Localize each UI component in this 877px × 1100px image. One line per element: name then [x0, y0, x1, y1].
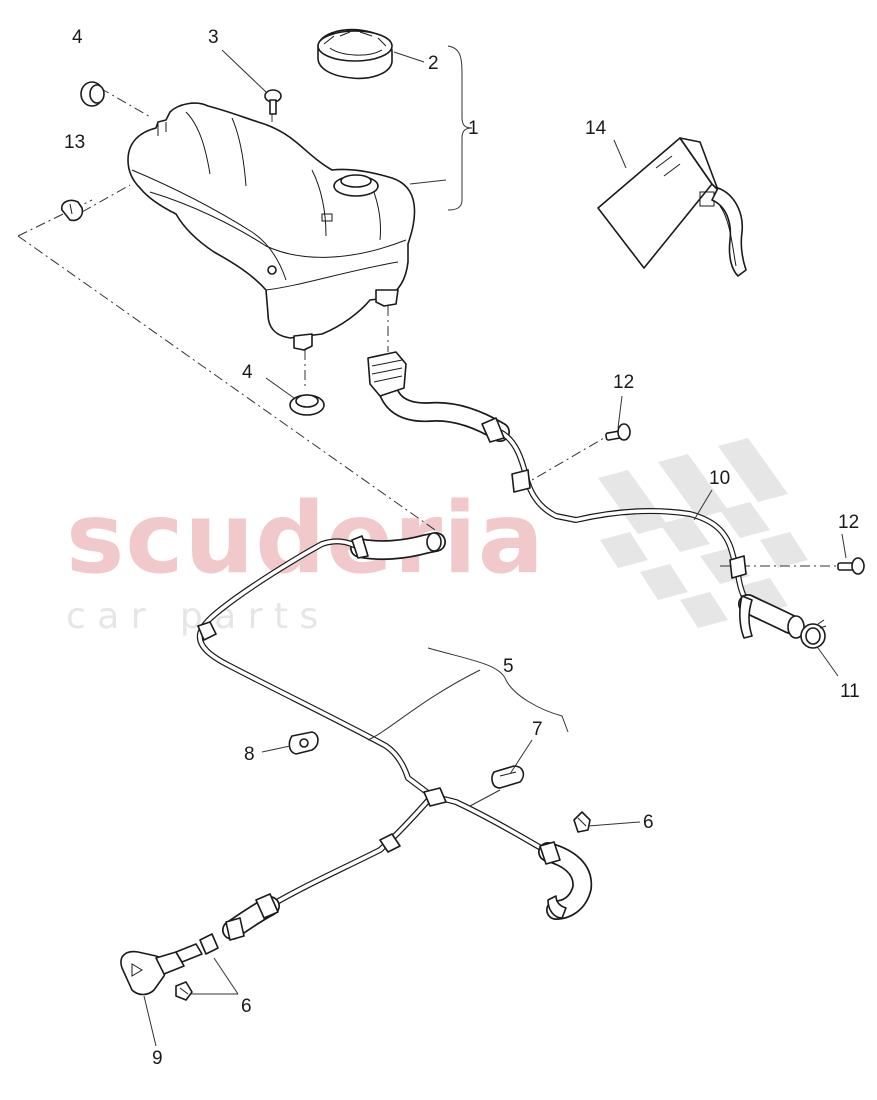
bleeder-valve — [120, 933, 219, 996]
callout-12-right: 12 — [838, 512, 859, 533]
clip-6-left — [175, 981, 193, 1001]
grommet-top — [80, 81, 105, 107]
watermark: scuderia c a r p a r t s — [66, 438, 808, 637]
bracket-8 — [288, 731, 319, 755]
callout-6-left: 6 — [241, 996, 252, 1017]
clip-7 — [491, 765, 525, 789]
leader-lines — [143, 45, 847, 1047]
callout-8: 8 — [244, 744, 255, 765]
grommet-bottom — [289, 394, 325, 416]
bolt-12-upper — [605, 423, 631, 441]
callout-14: 14 — [585, 118, 607, 139]
callout-10: 10 — [709, 468, 730, 489]
callout-6-right: 6 — [643, 812, 654, 833]
lower-hose-assembly — [196, 532, 593, 941]
callout-7: 7 — [532, 719, 543, 740]
upper-return-pipe — [367, 351, 805, 639]
watermark-brand: scuderia — [66, 482, 545, 596]
callout-13: 13 — [64, 132, 85, 153]
clip-13 — [60, 199, 84, 222]
callout-2: 2 — [428, 53, 439, 74]
callouts: 1 2 3 4 4 5 6 6 7 8 9 10 11 12 12 13 14 — [64, 27, 860, 1069]
tank-cap — [317, 28, 393, 80]
watermark-tagline: c a r p a r t s — [66, 596, 318, 637]
checkered-flag-watermark — [598, 438, 808, 628]
callout-9: 9 — [152, 1048, 163, 1069]
callout-1: 1 — [468, 118, 479, 139]
screw-3 — [264, 89, 282, 115]
hose-clamp-11 — [800, 619, 827, 649]
callout-5: 5 — [503, 656, 514, 677]
callout-3: 3 — [208, 27, 219, 48]
callout-12-upper: 12 — [613, 372, 634, 393]
control-module — [597, 137, 747, 277]
callout-4-bottom: 4 — [242, 362, 253, 383]
bolt-12-right — [837, 557, 865, 575]
callout-11: 11 — [840, 681, 860, 702]
expansion-tank — [127, 102, 416, 351]
callout-4-top: 4 — [72, 27, 83, 48]
clip-6-right — [573, 811, 591, 833]
